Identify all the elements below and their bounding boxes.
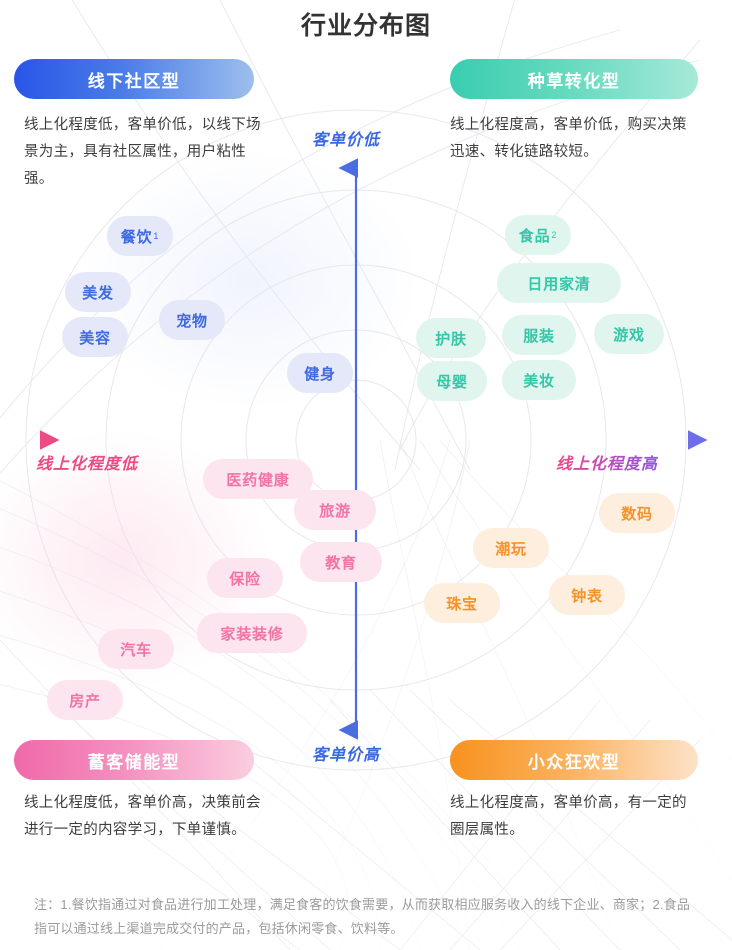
industry-bubble[interactable]: 服装 [502, 315, 576, 355]
industry-bubble-label: 健身 [304, 365, 336, 383]
quadrant-description-bottom-right: 线上化程度高，客单价高，有一定的圈层属性。 [450, 795, 687, 838]
industry-bubble-label: 母婴 [436, 373, 468, 391]
industry-bubble-label: 家装装修 [220, 625, 284, 643]
industry-bubble-label: 潮玩 [495, 540, 527, 558]
industry-bubble-label: 汽车 [120, 641, 152, 659]
industry-bubble[interactable]: 游戏 [594, 314, 664, 354]
axis-label-price-high: 客单价高 [312, 747, 381, 764]
industry-bubble[interactable]: 母婴 [417, 361, 487, 401]
industry-bubble[interactable]: 保险 [207, 558, 283, 598]
industry-bubble-label: 食品 [518, 227, 551, 245]
industry-bubble-label: 医药健康 [226, 471, 290, 489]
industry-bubble[interactable]: 家装装修 [197, 613, 307, 653]
quadrant-label-bottom-left: 蓄客储能型 [14, 740, 254, 780]
industry-bubble-footnote-marker: 1 [153, 231, 160, 241]
quadrant-label-bottom-right: 小众狂欢型 [450, 740, 698, 780]
industry-bubble[interactable]: 美妆 [502, 360, 576, 400]
footnote: 注：1.餐饮指通过对食品进行加工处理，满足食客的饮食需要，从而获取相应服务收入的… [34, 897, 691, 936]
industry-bubble[interactable]: 美容 [62, 317, 128, 357]
industry-bubble[interactable]: 日用家清 [497, 263, 621, 303]
industry-bubble-label: 美发 [82, 284, 114, 302]
quadrant-label-top-right: 种草转化型 [450, 59, 698, 99]
industry-bubble-label: 旅游 [319, 502, 351, 520]
quadrant-description-top-right: 线上化程度高，客单价低，购买决策迅速、转化链路较短。 [450, 117, 687, 160]
industry-bubble[interactable]: 潮玩 [473, 528, 549, 568]
industry-bubble-label: 餐饮 [120, 228, 153, 246]
quadrant-label-bottom-left-text: 蓄客储能型 [87, 752, 181, 772]
industry-bubble-label: 珠宝 [446, 595, 478, 613]
industry-bubble-label: 美容 [79, 329, 111, 347]
industry-bubble-label: 美妆 [523, 372, 555, 390]
industry-bubble-label: 钟表 [571, 587, 603, 605]
industry-bubble[interactable]: 汽车 [98, 629, 174, 669]
axis-label-price-low: 客单价低 [312, 132, 381, 149]
quadrant-label-top-left: 线下社区型 [14, 59, 254, 99]
axis-label-online-low: 线上化程度低 [36, 456, 139, 473]
industry-bubble-label: 数码 [621, 505, 653, 523]
quadrant-label-bottom-right-text: 小众狂欢型 [527, 752, 621, 772]
industry-bubble-label: 护肤 [435, 330, 467, 348]
industry-bubble[interactable]: 宠物 [159, 300, 225, 340]
industry-bubble-label: 房产 [69, 692, 101, 710]
quadrant-description-bottom-left: 线上化程度低，客单价高，决策前会进行一定的内容学习，下单谨慎。 [24, 795, 261, 838]
industry-bubble[interactable]: 数码 [599, 493, 675, 533]
industry-bubble-label: 教育 [325, 554, 357, 572]
page-title: 行业分布图 [300, 12, 431, 40]
quadrant-label-top-left-text: 线下社区型 [87, 71, 181, 91]
axis-label-online-high: 线上化程度高 [556, 450, 658, 474]
quadrant-description-top-left: 线上化程度低，客单价低，以线下场景为主，具有社区属性，用户粘性强。 [24, 117, 261, 187]
industry-bubble[interactable]: 房产 [47, 680, 123, 720]
industry-bubble[interactable]: 珠宝 [424, 583, 500, 623]
industry-bubble-label: 服装 [523, 327, 555, 345]
industry-bubble-label: 日用家清 [527, 275, 591, 293]
industry-bubble[interactable]: 钟表 [549, 575, 625, 615]
industry-bubble-label: 保险 [229, 570, 261, 588]
industry-bubble-label: 游戏 [613, 326, 645, 344]
industry-bubble[interactable]: 医药健康 [203, 459, 313, 499]
industry-bubble[interactable]: 教育 [300, 542, 382, 582]
industry-bubble[interactable]: 美发 [65, 272, 131, 312]
industry-bubble-label: 宠物 [176, 312, 208, 330]
industry-bubble[interactable]: 健身 [287, 353, 353, 393]
industry-bubble[interactable]: 旅游 [294, 490, 376, 530]
quadrant-label-top-right-text: 种草转化型 [527, 71, 621, 91]
industry-bubble[interactable]: 护肤 [416, 318, 486, 358]
industry-bubble-footnote-marker: 2 [551, 230, 558, 240]
